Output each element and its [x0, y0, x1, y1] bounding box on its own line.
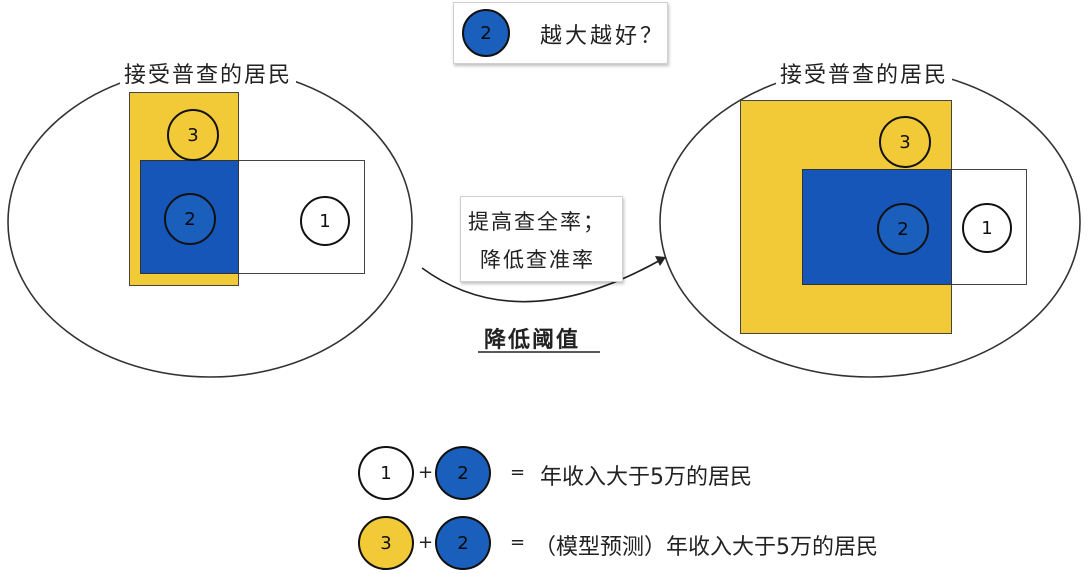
- transition-note-line2: 降低查准率: [480, 248, 595, 272]
- legend1-circle-2: 2: [435, 446, 491, 500]
- left-circle-1: 1: [300, 196, 350, 246]
- legend1-plus: +: [418, 462, 434, 483]
- action-label: 降低阈值: [484, 328, 581, 353]
- transition-note-line1: 提高查全率；: [468, 210, 606, 234]
- left-circle-2: 2: [164, 193, 216, 245]
- legend1-right-label: 2: [457, 462, 469, 484]
- legend2-left-label: 3: [380, 532, 392, 554]
- legend2-equals: =: [510, 532, 526, 553]
- left-panel-title: 接受普查的居民: [120, 57, 297, 89]
- question-text: 越大越好？: [540, 24, 666, 49]
- legend2-text: （模型预测）年收入大于5万的居民: [534, 535, 878, 560]
- right-panel-title: 接受普查的居民: [776, 57, 953, 89]
- legend1-text: 年收入大于5万的居民: [540, 465, 752, 490]
- left-circle-2-label: 2: [184, 208, 196, 230]
- right-circle-3-label: 3: [899, 131, 911, 153]
- question-circle-number: 2: [480, 22, 492, 44]
- legend1-equals: =: [510, 462, 526, 483]
- right-circle-3: 3: [879, 116, 931, 168]
- left-circle-1-label: 1: [319, 210, 331, 232]
- threshold-arrow-head: [655, 256, 666, 266]
- threshold-arrow: [421, 257, 665, 303]
- legend2-circle-2: 2: [435, 516, 491, 570]
- legend1-circle-1: 1: [358, 446, 414, 500]
- right-circle-1-label: 1: [981, 217, 993, 239]
- left-circle-3-label: 3: [187, 124, 199, 146]
- transition-note: [460, 196, 623, 282]
- right-circle-2: 2: [877, 203, 929, 255]
- right-circle-2-label: 2: [897, 218, 909, 240]
- legend1-left-label: 1: [380, 462, 392, 484]
- left-circle-3: 3: [167, 109, 219, 161]
- legend2-circle-3: 3: [358, 516, 414, 570]
- legend2-right-label: 2: [457, 532, 469, 554]
- right-circle-1: 1: [962, 203, 1012, 253]
- question-circle-blue: 2: [462, 9, 510, 57]
- legend2-plus: +: [418, 532, 434, 553]
